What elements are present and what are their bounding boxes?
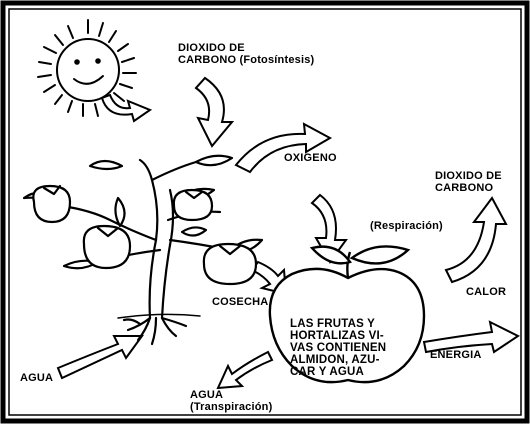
label-oxygen: OXIGENO	[284, 152, 337, 164]
oxygen-arrow	[236, 124, 330, 172]
water-out-arrow	[218, 352, 272, 388]
water-in-arrow	[58, 336, 142, 378]
apple-text: LAS FRUTAS Y HORTALIZAS VI- VAS CONTIENE…	[290, 318, 386, 378]
label-water-out: AGUA (Transpiración)	[190, 389, 272, 413]
co2-in-arrow	[196, 78, 232, 146]
label-energy: ENERGIA	[430, 349, 482, 361]
label-respiration: (Respiración)	[370, 220, 443, 232]
label-co2-photosynthesis: DIOXIDO DE CARBONO (Fotosíntesis)	[178, 42, 314, 66]
sun-ray-arrow	[102, 95, 150, 121]
co2-out-arrow	[446, 198, 506, 282]
label-co2-out: DIOXIDO DE CARBONO	[435, 170, 502, 194]
sun-icon	[38, 20, 136, 116]
label-harvest: COSECHA	[212, 296, 268, 308]
plant-illustration	[24, 156, 262, 344]
energy-arrow	[424, 322, 518, 352]
label-heat: CALOR	[466, 286, 506, 298]
label-water-in: AGUA	[20, 372, 53, 384]
